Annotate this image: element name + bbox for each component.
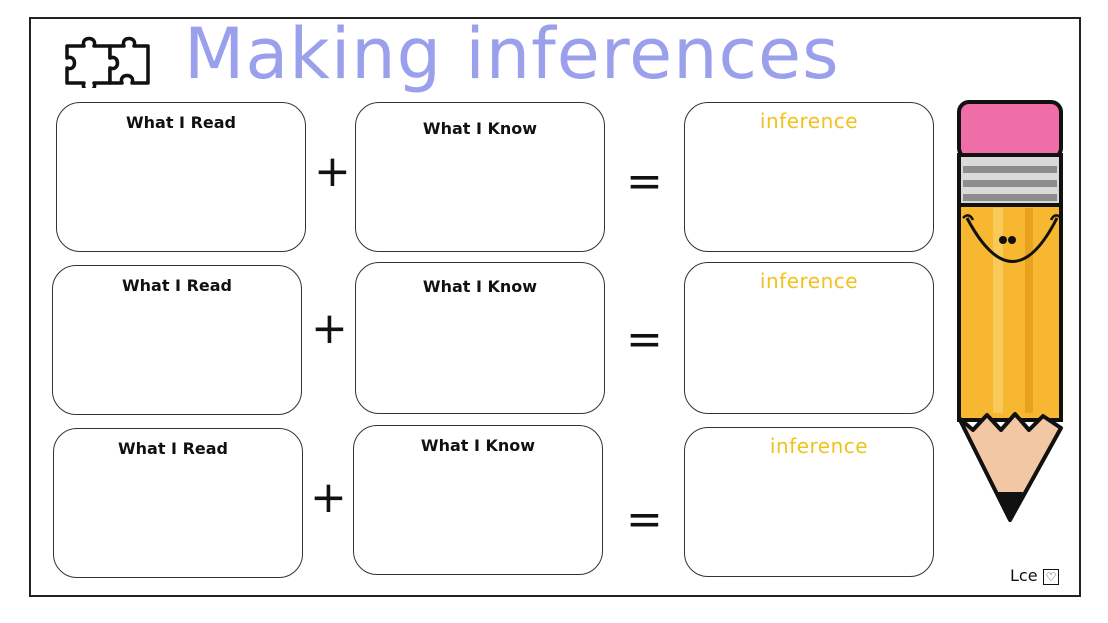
what-i-read-box[interactable]: What I Read [52,265,302,415]
heart-icon: ♡ [1042,569,1060,585]
what-i-know-box[interactable]: What I Know [355,102,605,252]
what-i-read-box[interactable]: What I Read [56,102,306,252]
author-initials: Lce [1010,566,1038,585]
equals-sign: = [626,156,663,207]
what-i-read-label: What I Read [122,276,232,295]
what-i-know-label: What I Know [420,436,536,455]
what-i-read-box[interactable]: What I Read [53,428,303,578]
inference-box[interactable]: inference [684,102,934,252]
what-i-know-label: What I Know [422,277,538,296]
inference-label: inference [759,269,859,293]
inference-box[interactable]: inference [684,262,934,414]
plus-sign: + [314,146,351,197]
what-i-read-label: What I Read [118,439,228,458]
page-title: Making inferences [184,13,840,95]
inference-label: inference [759,109,859,133]
puzzle-piece-icon [65,36,150,88]
equals-sign: = [626,314,663,365]
inference-label: inference [769,434,869,458]
pencil-character-icon [957,100,1063,522]
what-i-know-label: What I Know [422,119,538,138]
plus-sign: + [311,303,348,354]
author-credit: Lce ♡ [1010,566,1060,585]
inference-box[interactable]: inference [684,427,934,577]
what-i-know-box[interactable]: What I Know [353,425,603,575]
plus-sign: + [310,472,347,523]
equals-sign: = [626,494,663,545]
what-i-read-label: What I Read [126,113,236,132]
what-i-know-box[interactable]: What I Know [355,262,605,414]
